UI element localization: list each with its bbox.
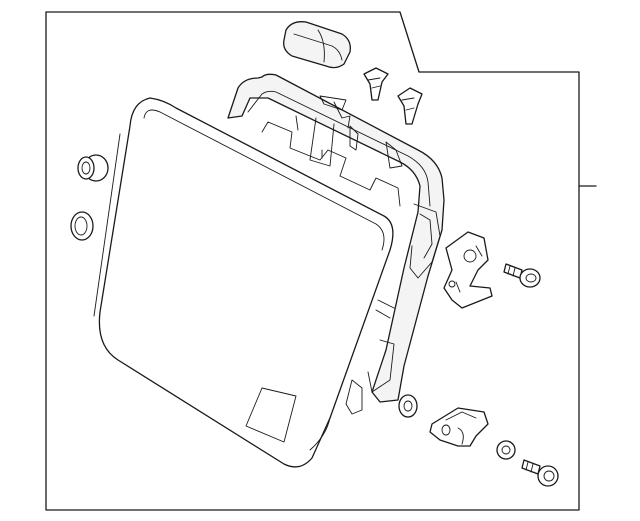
upper-hinge-bracket-icon	[443, 231, 493, 309]
washer-ring-icon	[70, 211, 94, 241]
lower-hinge-bracket-icon	[429, 407, 489, 447]
lower-washer-icon	[496, 440, 516, 460]
assembly-border	[45, 11, 580, 511]
seat-back-cushion-icon	[93, 97, 394, 468]
small-washer-icon	[398, 394, 418, 418]
grommet-icon	[77, 154, 109, 182]
headrest-guide-cap-icon	[283, 21, 351, 69]
upper-bolt-icon	[503, 263, 541, 288]
headrest-guide-right-icon	[397, 87, 423, 125]
lower-bolt-icon	[521, 459, 559, 487]
seat-back-frame-icon	[227, 73, 445, 415]
headrest-guide-left-icon	[363, 67, 389, 101]
